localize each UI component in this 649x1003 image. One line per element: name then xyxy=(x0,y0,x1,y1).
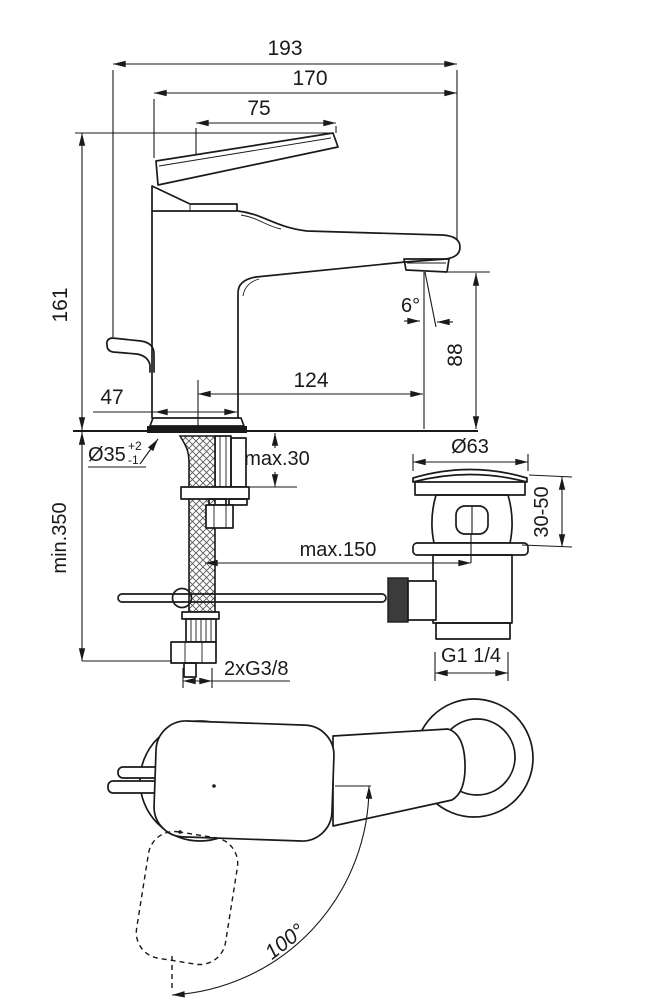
rod-connector-sleeve xyxy=(407,580,437,621)
handle-raised-phantom xyxy=(106,337,155,373)
dim-swivel-angle: 100° xyxy=(261,919,309,964)
base-seal-band xyxy=(147,426,247,433)
dim-hole-tol-plus: +2 xyxy=(128,439,142,453)
waste-cap-dome xyxy=(412,468,528,483)
dim-spout-reach: 124 xyxy=(293,369,328,392)
dimension-lines xyxy=(78,60,566,685)
spout-neck-curve xyxy=(240,214,282,230)
threaded-stud xyxy=(214,435,232,488)
index-dot xyxy=(212,784,216,788)
dim-supply-thread: 2xG3/8 xyxy=(224,658,288,680)
dimension-labels: 193 170 75 161 47 124 88 6° Ø35 +2 -1 ma… xyxy=(49,37,553,680)
rod-guide-ring xyxy=(171,587,193,609)
spout-underside-fillet xyxy=(242,278,260,297)
under-deck-assembly xyxy=(117,435,387,678)
hose-collar xyxy=(181,611,220,620)
leader-hole-diameter xyxy=(139,438,159,465)
handle-base xyxy=(151,185,238,212)
dim-outlet-height: 88 xyxy=(444,343,467,366)
dim-overall-width: 193 xyxy=(267,37,302,60)
swivel-arc xyxy=(171,785,373,998)
aerator xyxy=(403,258,450,273)
mounting-bracket xyxy=(180,486,250,500)
top-view-swivel: 100° xyxy=(107,698,534,998)
dim-hole-tol-minus: -1 xyxy=(128,453,139,467)
handle-lever-edge-line xyxy=(158,137,332,167)
rod-connector-knurl xyxy=(387,577,409,623)
dim-deck-thickness: max.30 xyxy=(244,448,310,470)
handle-phantom-rotated xyxy=(135,830,239,966)
bracket-tab xyxy=(228,498,248,506)
aerator-axis-tilted xyxy=(424,271,437,328)
hose-nipple xyxy=(183,662,197,678)
lever-prong-lower xyxy=(107,780,159,794)
handle-lever xyxy=(155,132,339,186)
dim-base-offset: 47 xyxy=(100,386,123,409)
ext-line-3050-top xyxy=(528,474,573,478)
ext-line-3050-bottom xyxy=(521,544,573,548)
dim-rod-reach: max.150 xyxy=(300,539,377,561)
pop-up-rod xyxy=(117,593,387,603)
lever-prong-upper xyxy=(117,766,161,779)
side-view-faucet xyxy=(106,132,461,433)
hose-thread-lines xyxy=(190,619,212,642)
mounting-nut xyxy=(205,504,234,529)
dim-body-to-spout: 170 xyxy=(292,67,327,90)
reference-lines xyxy=(73,70,573,688)
dim-hole-diameter: Ø35 xyxy=(88,444,126,466)
handle-block-top-view xyxy=(153,720,335,842)
base-flare xyxy=(149,417,245,427)
dim-hose-length: min.350 xyxy=(49,502,71,573)
dim-total-height: 161 xyxy=(49,287,72,322)
dim-waste-thread: G1 1/4 xyxy=(441,645,501,667)
hose-nut xyxy=(170,641,217,664)
body-spout-outline xyxy=(237,210,461,419)
waste-detail-view xyxy=(387,468,529,640)
dim-handle-length: 75 xyxy=(247,97,270,120)
waste-tailpipe xyxy=(432,554,513,624)
waste-tailpipe-thread xyxy=(435,622,511,640)
body-barrel-top-view xyxy=(332,728,466,827)
dim-waste-cap-diameter: Ø63 xyxy=(451,436,489,458)
dim-waste-height-range: 30-50 xyxy=(531,486,553,537)
dim-outlet-angle: 6° xyxy=(401,295,420,317)
waste-cap-flange xyxy=(414,481,526,496)
